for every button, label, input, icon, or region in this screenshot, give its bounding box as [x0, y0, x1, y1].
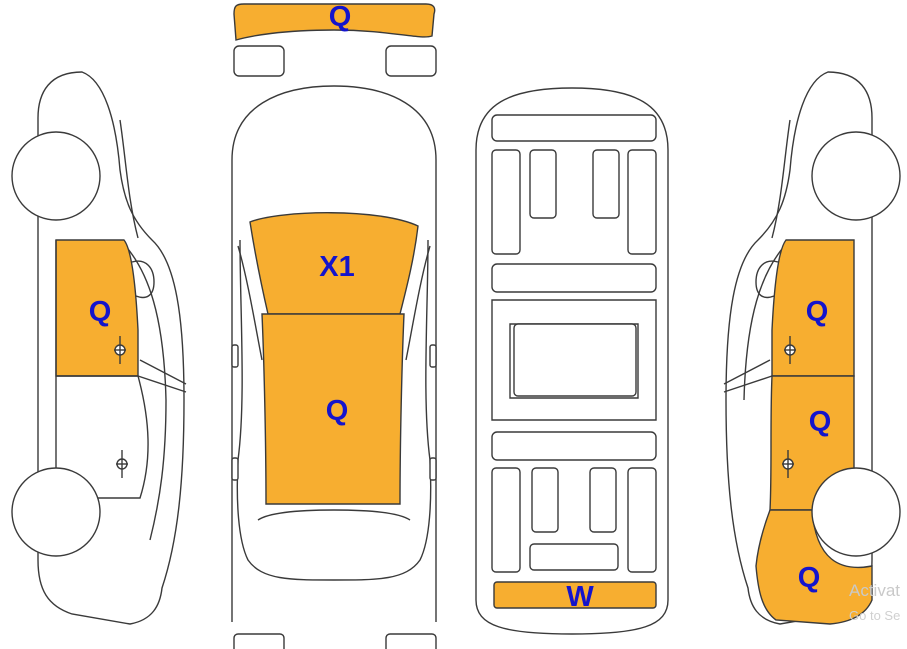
top-car-outline [231, 85, 437, 622]
front-bumper-label: Q [329, 1, 352, 33]
bottom-rear-rail-left [491, 467, 521, 573]
bottom-mid-bar-upper [491, 263, 657, 293]
bottom-center-pan [513, 323, 637, 397]
left-car-body-outline [37, 71, 185, 625]
bottom-front-crossmember [491, 114, 657, 142]
roof-label: Q [326, 395, 349, 427]
bottom-rear-arm-left [531, 467, 559, 533]
top-windshield-lines [237, 245, 431, 361]
bottom-front-arm-left [529, 149, 557, 219]
left-mirror [131, 260, 155, 299]
bottom-rear-crossbar [529, 543, 619, 571]
right-door-lines [723, 359, 773, 393]
top-view: Q X1 Q [231, 1, 437, 649]
right-front-wheel [811, 131, 901, 221]
left-door-handle-rear [116, 450, 128, 478]
top-mirror-side-left-front [231, 344, 239, 368]
right-front-door-label: Q [806, 296, 829, 328]
right-front-door-damage [771, 239, 855, 377]
hood-damage [249, 212, 419, 315]
front-bumper-damage [233, 3, 436, 41]
left-car-roofline [119, 119, 167, 541]
top-mirror-right [385, 45, 437, 77]
top-mirror-left [233, 45, 285, 77]
right-rear-wheel [811, 467, 901, 557]
left-side-view: Q [11, 71, 187, 625]
right-door-handle-front [784, 336, 796, 364]
bottom-front-rail-left [491, 149, 521, 255]
right-rear-quarter-damage [755, 509, 873, 625]
top-rear-light-right [385, 633, 437, 649]
right-rear-quarter-label: Q [798, 562, 821, 594]
left-side-label: Q [89, 296, 112, 328]
rear-bumper-underside-damage [493, 581, 657, 609]
bottom-view: W [475, 87, 669, 635]
activation-watermark-line2: Go to Se [849, 608, 900, 623]
top-rear-window [257, 509, 411, 521]
hood-label: X1 [319, 251, 354, 283]
right-side-view: Q Q Q [723, 71, 901, 625]
right-mirror [755, 260, 779, 299]
right-rear-door-label: Q [809, 406, 832, 438]
bottom-rear-arm-right [589, 467, 617, 533]
left-front-door-damage [55, 239, 139, 377]
left-front-wheel [11, 131, 101, 221]
roof-damage [261, 313, 405, 505]
right-door-handle-rear [782, 450, 794, 478]
top-mirror-side-right-rear [429, 457, 437, 481]
bottom-car-outline [475, 87, 669, 635]
top-mirror-side-left-rear [231, 457, 239, 481]
left-door-lines [55, 240, 187, 499]
activation-watermark-line1: Activat [849, 581, 900, 600]
top-mirror-side-right-front [429, 344, 437, 368]
rear-bumper-underside-label: W [566, 581, 594, 613]
bottom-front-arm-right [592, 149, 620, 219]
top-car-inner-lines [236, 239, 432, 581]
left-door-handle-front [114, 336, 126, 364]
top-rear-light-left [233, 633, 285, 649]
bottom-mid-bar-lower [491, 431, 657, 461]
bottom-front-rail-right [627, 149, 657, 255]
left-rear-wheel [11, 467, 101, 557]
bottom-rear-rail-right [627, 467, 657, 573]
